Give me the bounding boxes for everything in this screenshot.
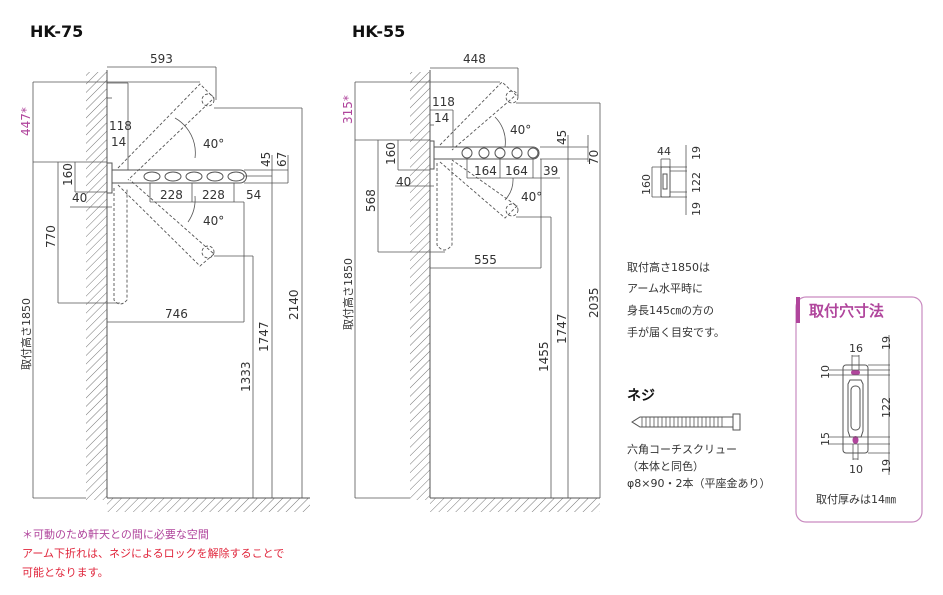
screw-title: ネジ (627, 388, 655, 404)
note-line: 手が届く目安です。 (627, 325, 725, 339)
dim-14: 14 (434, 111, 449, 125)
arm-lowered (117, 179, 215, 267)
footnote-line1: アーム下折れは、ネジによるロックを解除することで (22, 546, 284, 560)
dim-164b: 164 (505, 164, 528, 178)
arm-horizontal (434, 146, 540, 160)
dim-44: 44 (657, 145, 671, 158)
mount-hole-box: 取付穴寸法 16 10 15 10 19 122 19 取付厚みは14㎜ (795, 296, 923, 523)
dim-10-bottom: 10 (849, 463, 863, 476)
bracket (106, 162, 113, 194)
floor-hatch (430, 498, 600, 512)
thickness-note: 取付厚みは14㎜ (816, 493, 896, 506)
hk55-title: HK-55 (352, 22, 405, 41)
arm-horizontal (112, 169, 247, 184)
arm-lowered (439, 159, 518, 219)
angle-up: 40° (203, 137, 224, 151)
height-note: 取付高さ1850は アーム水平時に 身長145㎝の方の 手が届く目安です。 (627, 260, 725, 339)
dim-118: 118 (432, 95, 455, 109)
dim-1455: 1455 (537, 341, 551, 372)
dim-40: 40 (396, 175, 411, 189)
clearance-315: 315* (341, 95, 355, 124)
dim-164a: 164 (474, 164, 497, 178)
wall-hatch (410, 72, 430, 500)
screw-icon (631, 413, 741, 431)
bracket (429, 140, 435, 170)
dim-228b: 228 (202, 188, 225, 202)
dim-19-bottom: 19 (690, 202, 703, 216)
screw-section: ネジ 六角コーチスクリュー （本体と同色） φ8×90・2本（平座金あり） (627, 388, 770, 490)
dim-160: 160 (384, 142, 398, 165)
footnote-asterisk: ＊可動のため軒天との間に必要な空間 (22, 527, 209, 541)
screw-desc: φ8×90・2本（平座金あり） (627, 476, 770, 490)
dim-54: 54 (246, 188, 261, 202)
hk55-diagram: HK-55 448 118 14 40 164 (341, 22, 601, 512)
dim-160: 160 (61, 163, 75, 186)
dim-15: 15 (819, 432, 832, 446)
dim-122: 122 (880, 397, 893, 418)
angle-up: 40° (510, 123, 531, 137)
dim-40: 40 (72, 191, 87, 205)
dim-45: 45 (555, 130, 569, 145)
install-height-label: 取付高さ1850 (341, 258, 355, 330)
wall-hatch (86, 72, 107, 500)
install-height-label: 取付高さ1850 (19, 298, 33, 370)
clearance-447: 447* (19, 107, 33, 136)
arm-raised (439, 81, 517, 151)
mount-hole-title: 取付穴寸法 (809, 302, 884, 320)
footnote-line2: 可能となります。 (22, 565, 109, 579)
dim-568: 568 (364, 189, 378, 212)
dim-10-top: 10 (819, 365, 832, 379)
arm-folded (113, 188, 128, 305)
dim-39: 39 (543, 164, 558, 178)
dim-118: 118 (109, 119, 132, 133)
bracket-front-view: 44 160 19 122 19 (640, 145, 703, 216)
dim-16: 16 (849, 342, 863, 355)
angle-down: 40° (521, 190, 542, 204)
dim-2035: 2035 (587, 287, 601, 318)
dim-593: 593 (150, 52, 173, 66)
dim-19-top: 19 (880, 336, 893, 350)
note-line: アーム水平時に (627, 282, 703, 295)
dim-1747: 1747 (257, 321, 271, 352)
screw-desc: 六角コーチスクリュー (627, 443, 737, 456)
dim-160: 160 (640, 174, 653, 195)
hk75-diagram: HK-75 59 (19, 22, 310, 512)
dim-67: 67 (275, 152, 289, 167)
dim-1333: 1333 (239, 361, 253, 392)
dim-14: 14 (111, 135, 126, 149)
hk75-title: HK-75 (30, 22, 83, 41)
dim-19-top: 19 (690, 146, 703, 160)
dim-746: 746 (165, 307, 188, 321)
dim-1747: 1747 (555, 313, 569, 344)
note-line: 身長145㎝の方の (627, 303, 714, 317)
dim-70: 70 (587, 150, 601, 165)
screw-desc: （本体と同色） (627, 459, 704, 473)
dim-555: 555 (474, 253, 497, 267)
note-line: 取付高さ1850は (627, 260, 710, 274)
dim-2140: 2140 (287, 289, 301, 320)
arm-folded (436, 163, 453, 251)
dim-45: 45 (259, 152, 273, 167)
dim-122: 122 (690, 172, 703, 193)
floor-hatch (107, 498, 310, 512)
angle-down: 40° (203, 214, 224, 228)
arm-raised (117, 83, 215, 181)
dim-228a: 228 (160, 188, 183, 202)
dim-770: 770 (44, 225, 58, 248)
dim-19-bottom: 19 (880, 459, 893, 473)
dim-448: 448 (463, 52, 486, 66)
